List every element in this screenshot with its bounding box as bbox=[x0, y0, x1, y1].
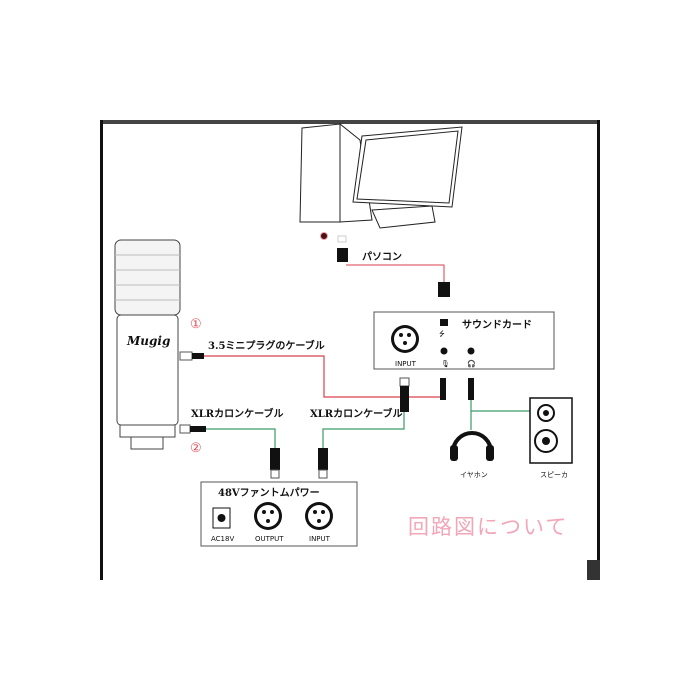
xlr-cable-1 bbox=[206, 428, 276, 448]
mini-plug-tip bbox=[179, 351, 193, 361]
xlr-output-icon bbox=[254, 502, 282, 530]
phantom-power-label: 48Vファントムパワー bbox=[218, 487, 320, 499]
xlr-connector-1 bbox=[270, 448, 280, 470]
monitor-icon bbox=[352, 126, 463, 229]
input-label: INPUT bbox=[309, 535, 331, 543]
xlr-connector-1-tip bbox=[270, 469, 280, 479]
frame-right bbox=[597, 120, 600, 560]
mic-symbol-icon: 🎙 bbox=[441, 360, 450, 368]
sound-card-input-label: INPUT bbox=[395, 360, 417, 368]
mic-jack-icon bbox=[440, 347, 448, 355]
speaker-icon bbox=[529, 397, 573, 464]
frame-corner bbox=[587, 560, 600, 580]
usb-symbol-icon: ⭍ bbox=[439, 330, 445, 338]
xlr-input-icon bbox=[391, 325, 419, 353]
ac-label: AC18V bbox=[211, 535, 234, 543]
usb-plug-tip bbox=[337, 235, 347, 243]
xlr-cable-2-label: XLRカロンケーブル bbox=[310, 407, 403, 420]
speaker-label: スピーカ bbox=[540, 471, 568, 479]
pc-label: パソコン bbox=[362, 251, 402, 263]
frame-left bbox=[100, 120, 103, 580]
dc-jack-hole bbox=[217, 514, 226, 522]
xlr-input-icon-2 bbox=[305, 502, 333, 530]
usb-port-icon bbox=[440, 319, 448, 326]
marker-2: ② bbox=[190, 441, 202, 456]
usb-plug-icon-2 bbox=[438, 282, 450, 297]
xlr-connector-2-tip bbox=[318, 469, 328, 479]
microphone-icon bbox=[114, 239, 181, 450]
mini-plug-cable bbox=[204, 355, 442, 398]
xlr-cable-2 bbox=[322, 412, 405, 448]
cable-35-label: 3.5ミニプラグのケーブル bbox=[208, 339, 325, 352]
frame-top bbox=[100, 120, 600, 124]
earphone-label: イヤホン bbox=[460, 471, 488, 479]
sound-card-label: サウンドカード bbox=[462, 319, 532, 331]
headphone-symbol-icon: 🎧 bbox=[467, 359, 476, 368]
headphone-jack-icon bbox=[467, 347, 475, 355]
brand-logo: Mugig bbox=[126, 334, 170, 348]
xlr-plug-tip bbox=[179, 424, 191, 434]
headphone-plug-icon bbox=[468, 378, 474, 400]
xlr-connector-2 bbox=[318, 448, 328, 470]
output-label: OUTPUT bbox=[255, 535, 284, 543]
diagram-title: 回路図について bbox=[408, 515, 568, 539]
xlr-plug-icon bbox=[190, 426, 206, 432]
mini-plug-icon bbox=[192, 353, 204, 359]
xlr-connector-3 bbox=[400, 386, 409, 412]
xlr-cable-1-label: XLRカロンケーブル bbox=[191, 407, 284, 420]
xlr-connector-3-tip bbox=[399, 377, 410, 387]
marker-1: ① bbox=[190, 317, 202, 332]
pc-mic-jack-icon bbox=[320, 232, 328, 240]
usb-cable bbox=[346, 264, 445, 282]
mic-plug-icon bbox=[440, 378, 446, 400]
usb-plug-icon bbox=[337, 248, 348, 262]
headphones-icon bbox=[450, 431, 494, 461]
